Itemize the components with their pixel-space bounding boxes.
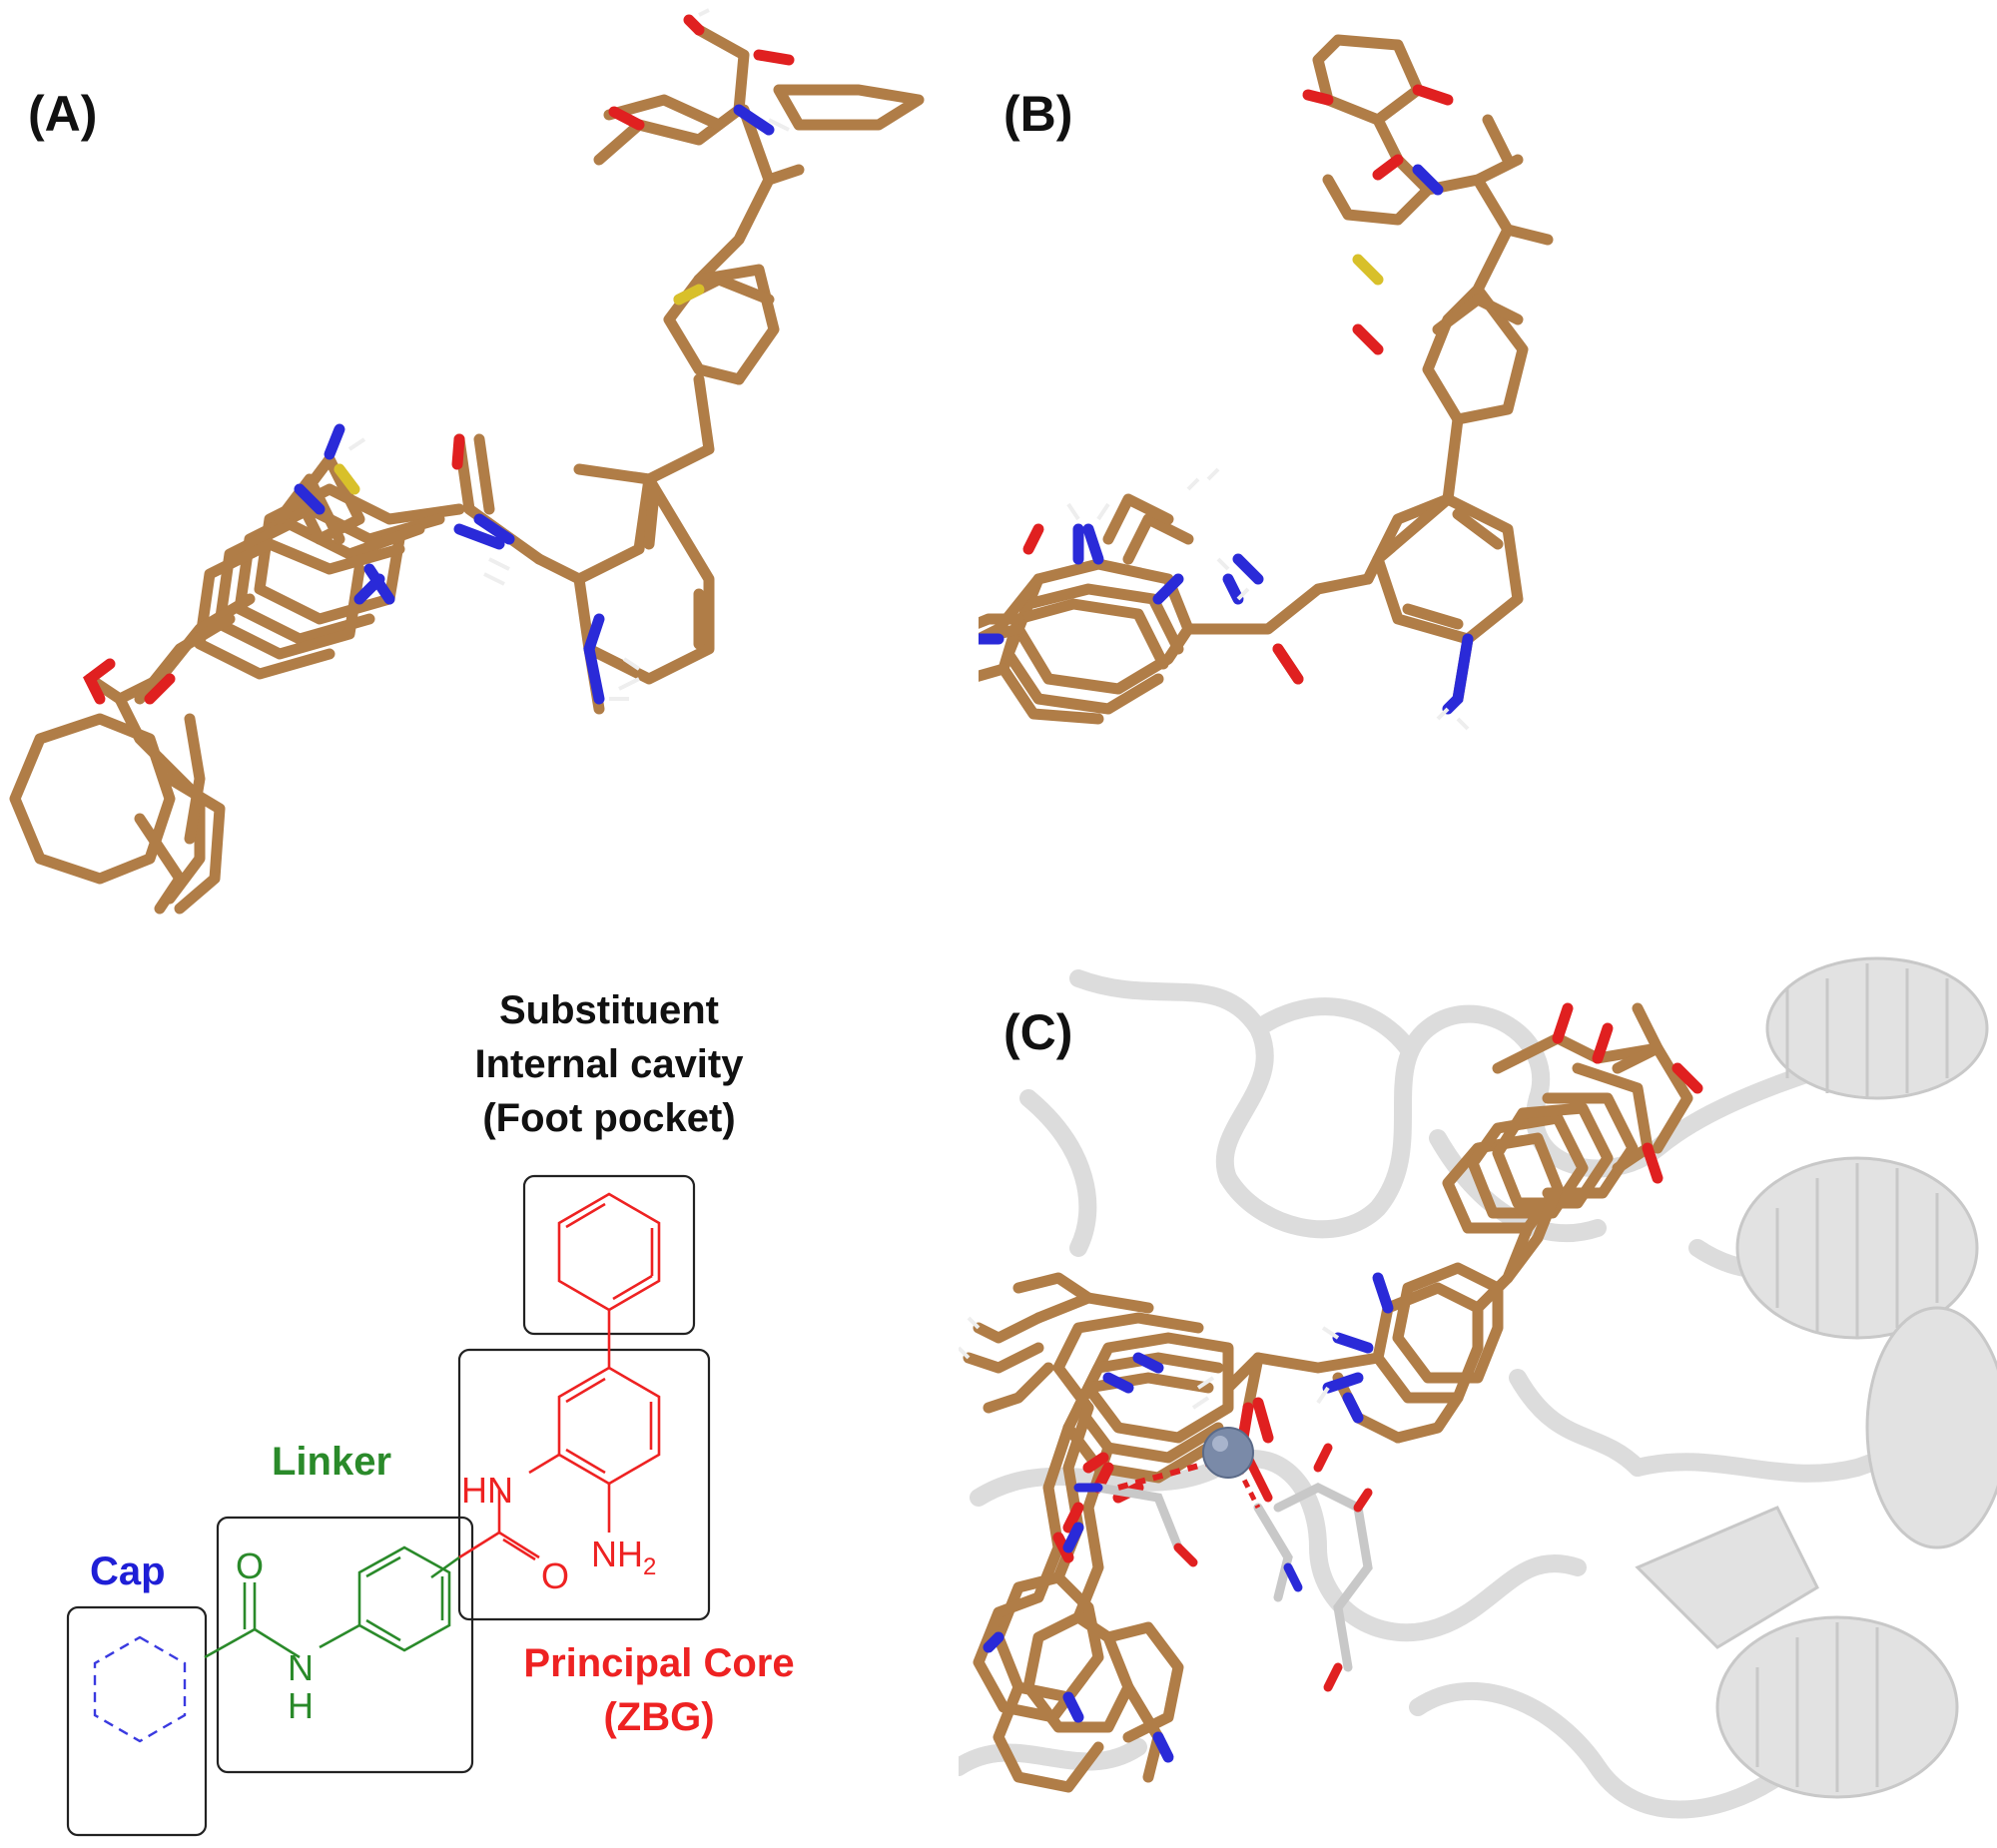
core-nh2-label: NH2 xyxy=(591,1534,656,1581)
linker-label: Linker xyxy=(272,1440,392,1484)
substituent-label-line-2: Internal cavity xyxy=(474,1042,744,1086)
core-label-line-1: Principal Core xyxy=(523,1641,795,1685)
scheme-panel: Substituent Internal cavity (Foot pocket… xyxy=(0,958,959,1848)
panel-b: (B) xyxy=(979,0,1997,948)
cap-label: Cap xyxy=(90,1549,166,1593)
panel-c-protein-complex xyxy=(959,956,1997,1819)
core-box xyxy=(457,1348,711,1621)
zinc-ion xyxy=(1202,1427,1254,1479)
cap-box xyxy=(66,1605,208,1837)
core-hn-label: HN xyxy=(461,1470,513,1511)
panel-a: (A) xyxy=(0,0,959,948)
panel-a-ligand-overlay xyxy=(9,8,925,915)
core-carbonyl-o-label: O xyxy=(541,1555,570,1596)
linker-box xyxy=(216,1516,474,1774)
panel-a-label: (A) xyxy=(28,86,98,142)
panel-b-label: (B) xyxy=(1003,86,1073,142)
core-label-line-2: (ZBG) xyxy=(603,1695,715,1739)
panel-b-ligand-overlay xyxy=(979,34,1554,731)
substituent-label-line-3: (Foot pocket) xyxy=(482,1096,736,1140)
zinc-site xyxy=(1073,1427,1373,1692)
core-nh2-base: NH xyxy=(591,1534,643,1574)
scheme-structure xyxy=(66,1174,711,1837)
panel-c: (C) xyxy=(959,948,1997,1848)
linker-carbonyl-o-label: O xyxy=(236,1545,265,1586)
core-nh2-subscript: 2 xyxy=(643,1553,657,1581)
substituent-label-line-1: Substituent xyxy=(499,988,719,1032)
linker-n-label: N xyxy=(288,1647,314,1688)
panel-c-label: (C) xyxy=(1003,1004,1073,1060)
linker-h-label: H xyxy=(288,1685,314,1726)
